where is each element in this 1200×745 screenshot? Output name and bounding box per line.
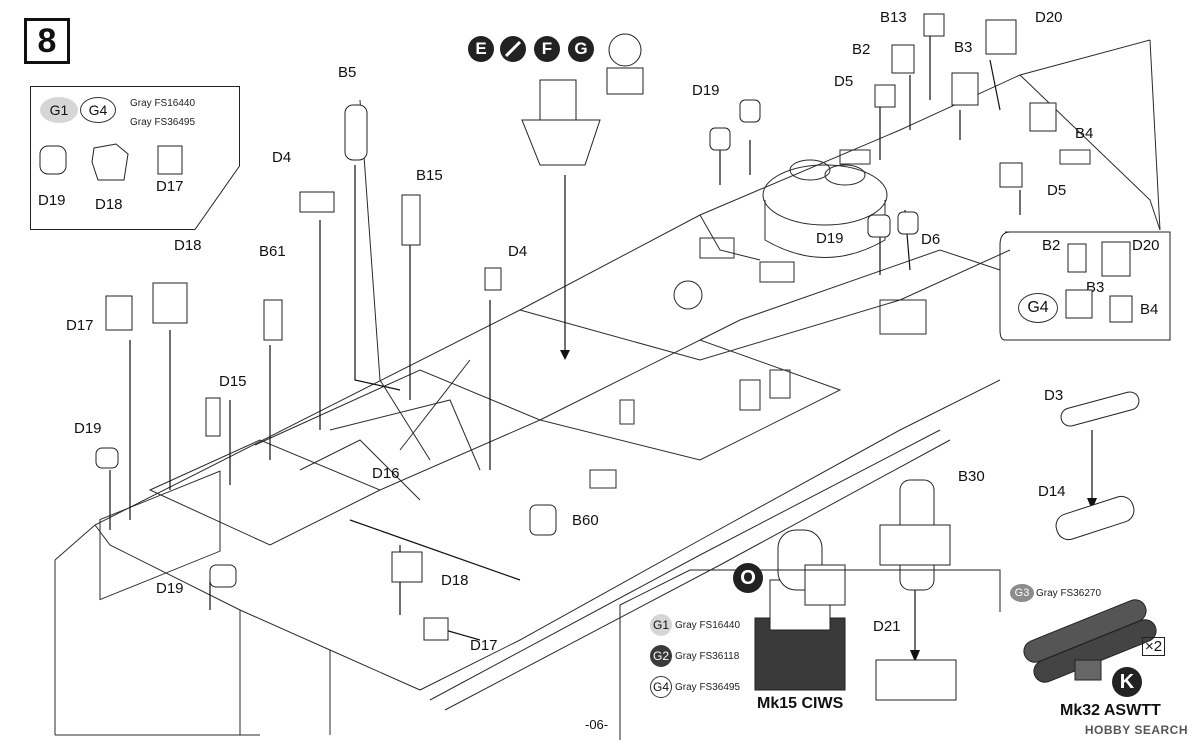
legend-part-drawings (39, 143, 183, 181)
part-label-d4: D4 (508, 243, 528, 260)
legend-part-drawings (1065, 241, 1133, 323)
color-chip-g3: G3 (1010, 584, 1034, 602)
option-marker-g: G (568, 36, 594, 62)
part-label-d6: D6 (921, 231, 941, 248)
color-name-g4: Gray FS36495 (675, 682, 741, 693)
part-label-d19: D19 (156, 580, 184, 597)
option-marker-e: E (468, 36, 494, 62)
option-marker-o: O (733, 563, 763, 593)
color-chip-g2: G2 (650, 645, 672, 667)
legend-part-label: D20 (1132, 237, 1160, 254)
part-label-d19: D19 (692, 82, 720, 99)
part-label-b2: B2 (852, 41, 871, 58)
option-slash-icon (500, 36, 526, 62)
part-label-b3: B3 (954, 39, 973, 56)
legend-part-label: D18 (95, 196, 123, 213)
part-label-b5: B5 (338, 64, 357, 81)
part-label-b13: B13 (880, 9, 907, 26)
part-label-d19: D19 (74, 420, 102, 437)
page-number: -06- (585, 717, 609, 732)
part-label-b15: B15 (416, 167, 443, 184)
legend-part-label: D17 (156, 178, 184, 195)
part-label-b60: B60 (572, 512, 599, 529)
part-label-d5: D5 (1047, 182, 1067, 199)
legend-part-label: B2 (1042, 237, 1061, 254)
watermark: HOBBY SEARCH (1084, 723, 1188, 737)
part-label-d18: D18 (441, 572, 469, 589)
color-name-g2: Gray FS36118 (675, 651, 740, 662)
asw-caption: Mk32 ASWTT (1060, 702, 1161, 719)
part-label-b30: B30 (958, 468, 985, 485)
option-marker-k: K (1112, 667, 1142, 697)
part-label-d17: D17 (66, 317, 94, 334)
color-chip-g1: G1 (40, 97, 78, 123)
part-label-d20: D20 (1035, 9, 1063, 26)
option-marker-f: F (534, 36, 560, 62)
legend-part-label: B4 (1140, 301, 1159, 318)
part-label-d5: D5 (834, 73, 854, 90)
part-label-d4: D4 (272, 149, 292, 166)
step-number: 8 (24, 18, 70, 64)
color-name-g3: Gray FS36270 (1036, 588, 1102, 599)
part-label-d3: D3 (1044, 387, 1064, 404)
color-name-g1: Gray FS16440 (675, 620, 741, 631)
color-chip-g1: G1 (650, 614, 672, 636)
part-label-d19: D19 (816, 230, 844, 247)
color-chip-g4: G4 (80, 97, 116, 123)
quantity-mark: ×2 (1142, 637, 1166, 656)
part-label-d21: D21 (873, 618, 901, 635)
legend-part-label: D19 (38, 192, 66, 209)
color-chip-g4: G4 (650, 676, 672, 698)
color-name-g1: Gray FS16440 (130, 98, 196, 109)
part-label-d14: D14 (1038, 483, 1066, 500)
color-chip-g4: G4 (1018, 293, 1058, 323)
part-label-d16: D16 (372, 465, 400, 482)
ciws-caption: Mk15 CIWS (757, 695, 844, 712)
part-label-d15: D15 (219, 373, 247, 390)
part-label-d17: D17 (470, 637, 498, 654)
part-label-b61: B61 (259, 243, 286, 260)
part-label-b4: B4 (1075, 125, 1094, 142)
color-name-g4: Gray FS36495 (130, 117, 196, 128)
legend-panel-frame (30, 86, 240, 230)
part-label-d18: D18 (174, 237, 202, 254)
